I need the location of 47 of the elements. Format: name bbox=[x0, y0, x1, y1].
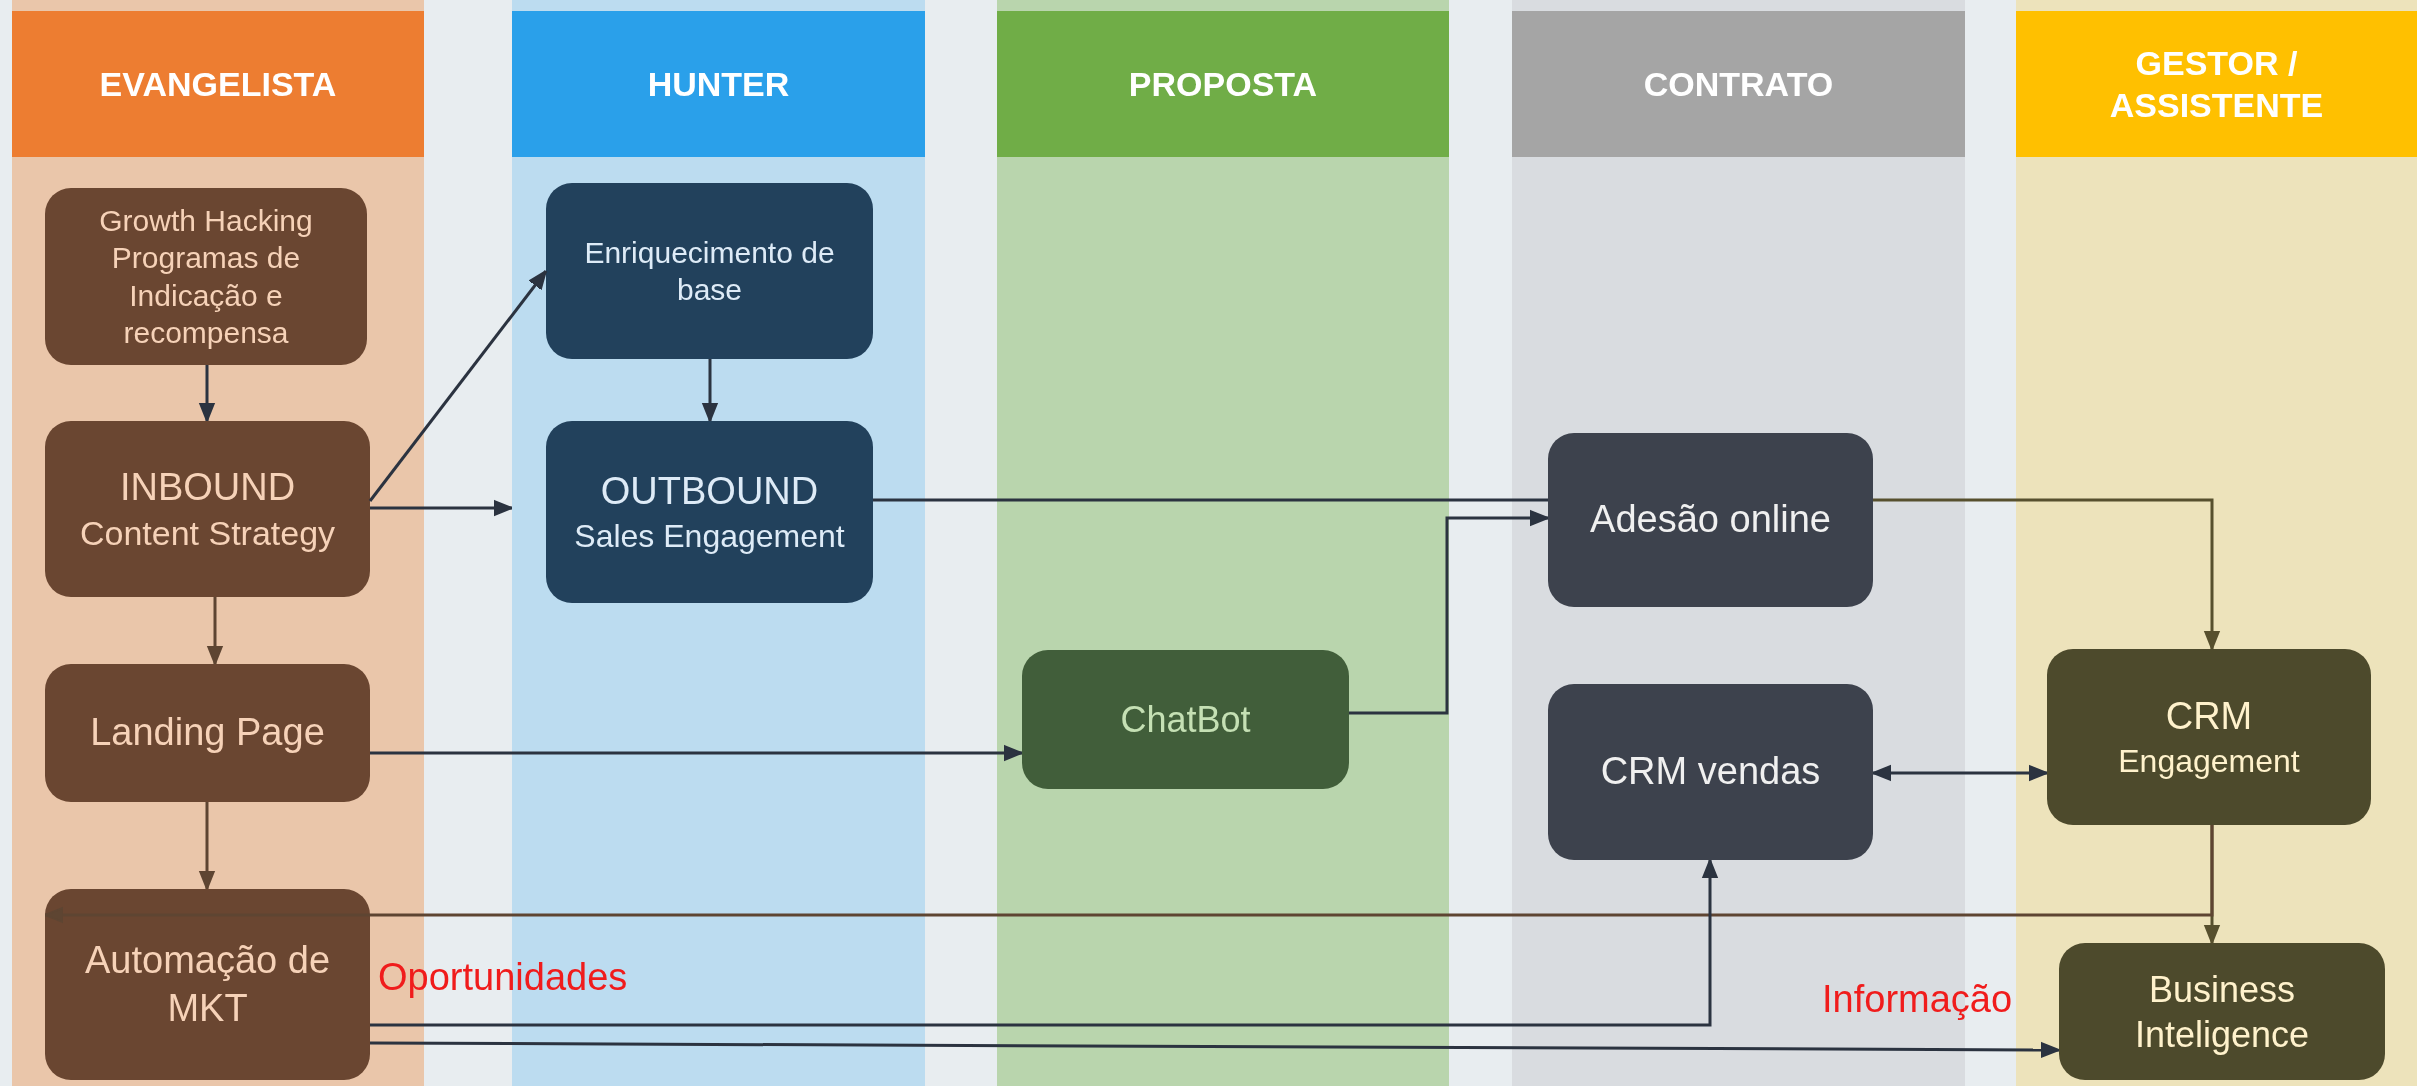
lane-header: HUNTER bbox=[512, 11, 925, 157]
box-text: ChatBot bbox=[1120, 698, 1251, 742]
lane-header: CONTRATO bbox=[1512, 11, 1965, 157]
box-text: Enriquecimento de base bbox=[583, 234, 836, 308]
process-box bbox=[1548, 433, 1873, 607]
box-title: INBOUND bbox=[119, 465, 296, 510]
lane-header: GESTOR / ASSISTENTE bbox=[2016, 11, 2417, 157]
edge-label: Informação bbox=[1822, 978, 2013, 1021]
process-box bbox=[546, 421, 873, 603]
arrow bbox=[701, 359, 719, 422]
process-box bbox=[45, 889, 370, 1080]
box-title: CRM bbox=[2165, 694, 2253, 740]
process-box bbox=[2059, 943, 2385, 1080]
arrow bbox=[370, 1041, 2060, 1059]
box-text: Content Strategy bbox=[79, 512, 336, 554]
box-text: Adesão online bbox=[1590, 497, 1831, 543]
box-text: Growth Hacking Programas de Indicação e recompensa bbox=[98, 202, 314, 351]
arrow bbox=[368, 270, 548, 502]
process-box bbox=[2047, 649, 2371, 825]
process-box bbox=[45, 188, 367, 365]
arrow bbox=[1872, 764, 2048, 782]
process-box bbox=[45, 421, 370, 597]
process-box bbox=[45, 664, 370, 802]
arrow bbox=[1873, 498, 2221, 650]
process-box bbox=[1022, 650, 1349, 789]
box-title: OUTBOUND bbox=[600, 469, 819, 515]
arrow bbox=[370, 744, 1023, 762]
box-text: Automação de MKT bbox=[83, 938, 332, 1031]
arrow bbox=[198, 365, 216, 422]
process-box bbox=[1548, 684, 1873, 860]
arrow bbox=[44, 825, 2214, 924]
box-text: Landing Page bbox=[90, 710, 325, 756]
edge-label: Oportunidades bbox=[378, 956, 628, 999]
box-text: Business Inteligence bbox=[2133, 967, 2311, 1057]
lane-header: PROPOSTA bbox=[997, 11, 1449, 157]
box-text: CRM vendas bbox=[1600, 749, 1821, 795]
arrow bbox=[370, 859, 1719, 1027]
lane-header: EVANGELISTA bbox=[12, 11, 424, 157]
box-text: Sales Engagement bbox=[574, 516, 845, 556]
arrow bbox=[198, 802, 216, 890]
process-box bbox=[546, 183, 873, 359]
arrow bbox=[370, 499, 513, 517]
box-text: Engagement bbox=[2118, 741, 2300, 781]
arrow bbox=[206, 597, 224, 665]
swimlane bbox=[2016, 0, 2417, 1086]
swimlane bbox=[997, 0, 1449, 1086]
arrow bbox=[1349, 509, 1549, 715]
